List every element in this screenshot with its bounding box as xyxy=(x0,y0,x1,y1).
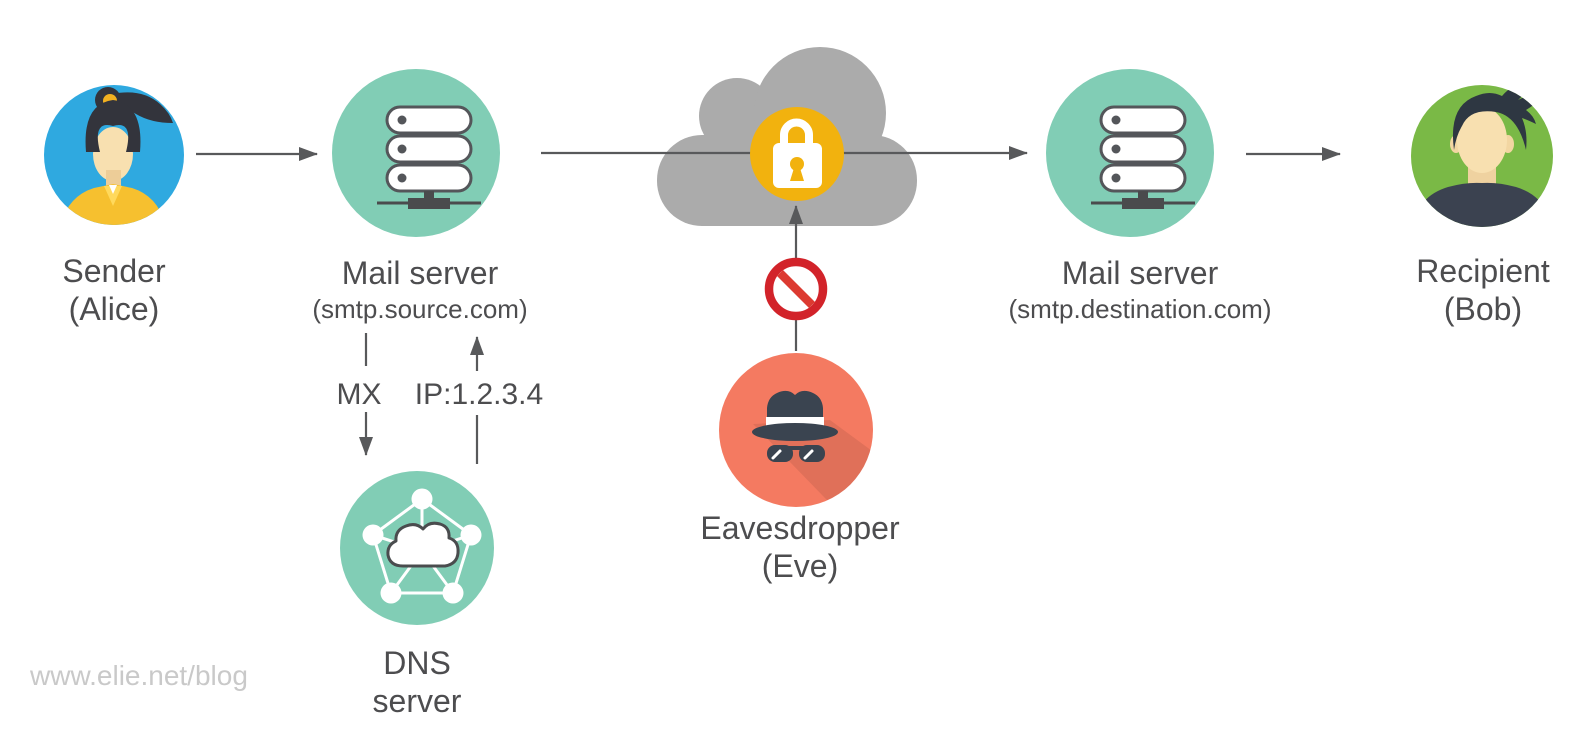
mail-server-destination-label: Mail server xyxy=(1062,255,1219,291)
padlock-icon xyxy=(750,107,844,201)
dns-label-line2: server xyxy=(373,683,462,719)
eavesdropper-label-line1: Eavesdropper xyxy=(700,510,900,546)
dns-server-node: DNS server xyxy=(340,471,494,719)
no-entry-icon xyxy=(764,257,828,321)
woman-avatar-icon xyxy=(44,85,184,225)
mail-server-destination-node: Mail server (smtp.destination.com) xyxy=(1009,69,1272,324)
recipient-node: Recipient (Bob) xyxy=(1411,85,1553,327)
mail-server-destination-hostname: (smtp.destination.com) xyxy=(1009,294,1272,324)
watermark-url: www.elie.net/blog xyxy=(29,660,248,691)
spy-hat-glasses-icon xyxy=(719,353,873,507)
sender-label-line2: (Alice) xyxy=(69,291,160,327)
mail-server-source-hostname: (smtp.source.com) xyxy=(312,294,527,324)
eavesdropper-node: Eavesdropper (Eve) xyxy=(700,257,900,584)
network-pentagon-icon xyxy=(362,488,482,604)
man-avatar-icon xyxy=(1411,85,1553,227)
recipient-label-line1: Recipient xyxy=(1416,253,1550,289)
mail-server-source-label: Mail server xyxy=(342,255,499,291)
ip-response-label: IP:1.2.3.4 xyxy=(415,378,543,411)
mx-query-label: MX xyxy=(337,378,382,411)
sender-label-line1: Sender xyxy=(62,253,166,289)
sender-node: Sender (Alice) xyxy=(44,85,184,327)
recipient-label-line2: (Bob) xyxy=(1444,291,1522,327)
dns-cloud-glyph xyxy=(386,521,460,568)
ponytail xyxy=(110,92,173,123)
flow-arrows xyxy=(196,147,1341,464)
mail-server-source-node: Mail server (smtp.source.com) xyxy=(312,69,528,324)
eavesdropper-label-line2: (Eve) xyxy=(762,548,838,584)
dns-label-line1: DNS xyxy=(383,645,451,681)
